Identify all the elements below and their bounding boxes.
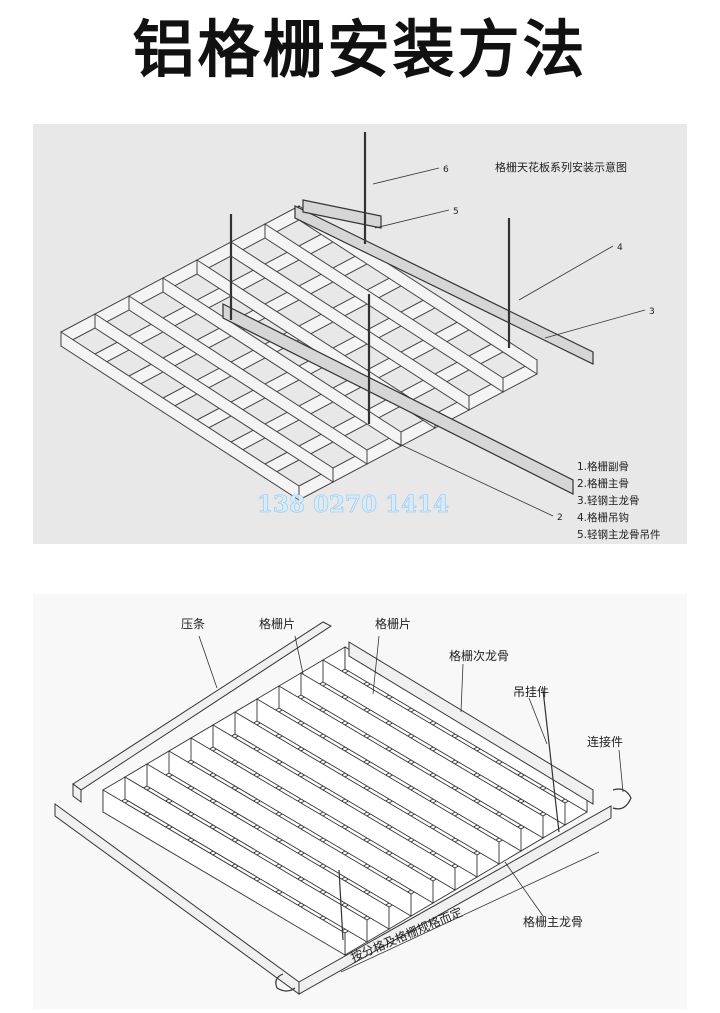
connector-part — [275, 788, 632, 992]
main-keel-rails — [222, 199, 594, 495]
callout-3: 3 — [649, 307, 655, 317]
grid2-blade-v — [146, 763, 390, 930]
installation-diagram-1: 6 5 4 3 2 格栅天花板系列安装示意图 1.格栅副骨 2.格栅主骨 3.轻… — [33, 124, 687, 544]
label-press-strip: 压条 — [181, 617, 205, 631]
callout-2: 2 — [557, 513, 563, 523]
callout-lines — [372, 167, 646, 517]
hanger-rods — [229, 132, 511, 424]
label-hanger: 吊挂件 — [513, 685, 549, 699]
grid2-blade-v — [256, 698, 500, 865]
legend-item-2: 2.格栅主骨 — [577, 477, 629, 490]
diagram-1-drawing: 6 5 4 3 2 格栅天花板系列安装示意图 1.格栅副骨 2.格栅主骨 3.轻… — [60, 132, 661, 541]
diagram-2-drawing: 压条 格栅片 格栅片 格栅次龙骨 吊挂件 连接件 格栅主龙骨 按分格及格栅规格而… — [54, 616, 632, 995]
label-grille-piece-1: 格栅片 — [259, 616, 295, 631]
grid2-blade-v — [234, 711, 478, 878]
grid2-blade-v — [212, 724, 456, 891]
grid2-blade-v — [102, 789, 346, 956]
page-title: 铝格栅安装方法 — [132, 13, 588, 86]
phone-watermark: 138 0270 1414 — [257, 491, 449, 518]
rail-lower — [222, 303, 574, 495]
grid2-blade-v — [124, 776, 368, 943]
callout-6: 6 — [443, 165, 449, 175]
grid2-blade-v — [278, 685, 522, 852]
legend-item-3: 3.轻钢主龙骨 — [577, 494, 640, 507]
grid2-blade-v — [168, 750, 412, 917]
callout-5: 5 — [453, 207, 459, 217]
grid1-blade-v — [162, 277, 402, 447]
grid1-blade-v — [94, 313, 334, 483]
grid1-blade-v — [60, 331, 300, 501]
grid1-blade-v — [264, 223, 504, 393]
press-strip — [72, 621, 333, 803]
legend-item-4: 4.格栅吊钩 — [577, 511, 629, 524]
label-secondary-keel: 格栅次龙骨 — [449, 648, 509, 663]
diagram-caption: 格栅天花板系列安装示意图 — [495, 160, 627, 174]
rail-cap — [302, 199, 382, 229]
label-connector: 连接件 — [587, 734, 623, 749]
right-secondary-keel — [348, 641, 594, 805]
grid2-blade-v — [190, 737, 434, 904]
label-leaders — [198, 635, 624, 973]
legend-item-1: 1.格栅副骨 — [577, 460, 629, 473]
label-grille-piece-2: 格栅片 — [375, 616, 411, 631]
grid2-blade-v — [300, 672, 544, 839]
callout-4: 4 — [617, 243, 623, 253]
legend-item-5: 5.轻钢主龙骨吊件 — [577, 528, 661, 541]
grid2-blade-v — [322, 659, 566, 826]
grid1-blade-v — [128, 295, 368, 465]
rail-upper — [294, 205, 594, 365]
installation-diagram-2: 压条 格栅片 格栅片 格栅次龙骨 吊挂件 连接件 格栅主龙骨 按分格及格栅规格而… — [33, 594, 687, 1009]
hanger-wires — [338, 689, 560, 941]
label-main-keel: 格栅主龙骨 — [523, 914, 583, 929]
